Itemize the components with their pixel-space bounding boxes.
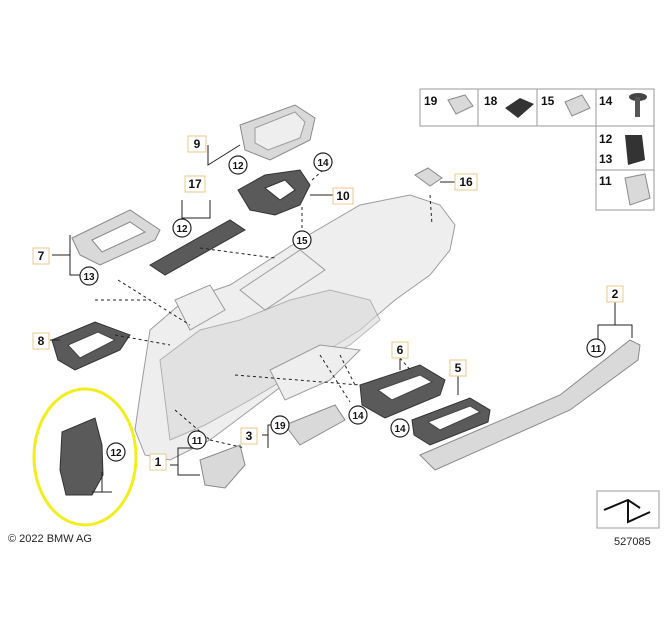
circle-12-top: 12 [228, 155, 248, 175]
svg-text:14: 14 [317, 158, 329, 169]
circle-14-mid: 14 [348, 405, 368, 425]
svg-text:8: 8 [38, 334, 45, 348]
svg-text:19: 19 [274, 421, 286, 432]
legend-14: 14 [599, 94, 613, 108]
svg-text:12: 12 [176, 224, 188, 235]
part-8-trim-frame [51, 321, 131, 371]
callout-3: 3 [240, 427, 258, 445]
part-12-side-cover [59, 417, 104, 496]
legend-19: 19 [424, 94, 438, 108]
callout-16: 16 [454, 173, 478, 191]
callout-2: 2 [606, 285, 624, 303]
part-1-bracket [199, 444, 246, 489]
callout-6: 6 [391, 341, 409, 359]
part-7-trim-frame [71, 209, 161, 266]
part-17-air-vent [149, 219, 246, 276]
svg-text:6: 6 [397, 343, 404, 357]
svg-text:3: 3 [246, 429, 253, 443]
callout-5: 5 [449, 359, 467, 377]
legend-11: 11 [599, 174, 612, 188]
fastener-legend: 19 18 15 14 12 13 11 [419, 88, 655, 211]
svg-text:5: 5 [455, 361, 462, 375]
callout-7: 7 [32, 247, 50, 265]
svg-text:9: 9 [194, 137, 201, 151]
part-5-frame [411, 397, 491, 446]
svg-text:15: 15 [296, 236, 308, 247]
part-9-speaker-cover [239, 104, 316, 161]
svg-text:17: 17 [188, 177, 202, 191]
svg-text:11: 11 [591, 344, 602, 355]
callout-1: 1 [149, 453, 167, 471]
svg-text:13: 13 [83, 272, 95, 283]
svg-text:2: 2 [612, 287, 619, 301]
part-6-frame [359, 364, 446, 419]
legend-15: 15 [541, 94, 555, 108]
legend-12: 12 [599, 132, 613, 146]
svg-text:14: 14 [394, 424, 406, 435]
svg-text:7: 7 [38, 249, 45, 263]
part-10-bracket [237, 169, 311, 216]
part-2-trim-strip [419, 339, 641, 471]
callout-10: 10 [332, 187, 354, 205]
svg-text:12: 12 [232, 161, 244, 172]
callout-8: 8 [32, 332, 50, 350]
circle-15: 15 [292, 230, 312, 250]
legend-18: 18 [484, 94, 498, 108]
svg-text:10: 10 [336, 189, 350, 203]
circle-13: 13 [79, 266, 99, 286]
diagram-number: 527085 [614, 536, 651, 548]
svg-text:1: 1 [155, 455, 162, 469]
circle-19: 19 [270, 415, 290, 435]
circle-12-highlighted: 12 [106, 442, 126, 462]
svg-text:12: 12 [110, 448, 122, 459]
circle-11-part2: 11 [586, 338, 606, 358]
part-16-clip [414, 167, 443, 187]
arrow-icon-box [596, 490, 660, 529]
circle-11-part1: 11 [187, 430, 207, 450]
circle-14-top: 14 [313, 152, 333, 172]
circle-12-vent: 12 [172, 218, 192, 238]
dashboard-carrier [134, 194, 456, 461]
legend-13: 13 [599, 152, 613, 166]
svg-text:16: 16 [459, 175, 473, 189]
copyright-text: © 2022 BMW AG [8, 533, 92, 545]
highlight-ellipse [32, 387, 138, 527]
svg-text:14: 14 [352, 411, 364, 422]
svg-text:11: 11 [192, 436, 203, 447]
circle-14-low: 14 [390, 418, 410, 438]
callout-9: 9 [187, 135, 207, 153]
callout-17: 17 [184, 175, 206, 193]
part-3-bracket [284, 404, 346, 446]
